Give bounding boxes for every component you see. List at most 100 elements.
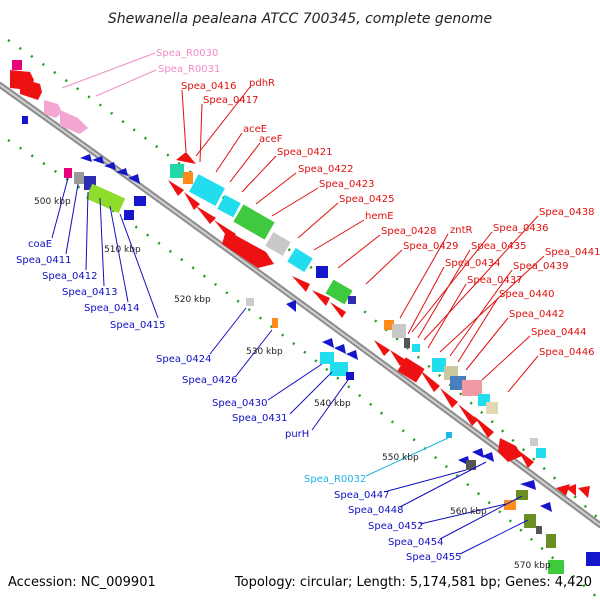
- genome-backbone-highlight: [0, 84, 600, 526]
- gene-label: Spea_0426: [182, 375, 237, 386]
- gene-arrow: [420, 370, 440, 392]
- gene-block: [265, 232, 291, 256]
- label-leader: [241, 155, 277, 193]
- label-leader: [417, 249, 471, 339]
- label-leader: [95, 69, 157, 97]
- gene-block: [64, 168, 72, 178]
- gene-label: Spea_R0030: [156, 48, 218, 59]
- gene-label: Spea_0411: [16, 255, 71, 266]
- gene-arrow: [292, 276, 310, 292]
- gene-arrow: [330, 302, 346, 318]
- label-leader: [65, 183, 79, 255]
- gene-block: [316, 266, 328, 278]
- scale-ticks: 500 kbp 510 kbp 520 kbp 530 kbp 540 kbp …: [34, 197, 551, 571]
- label-leader: [427, 283, 467, 349]
- blue-mid-labels: Spea_0424 Spea_0426 Spea_0430 Spea_0431 …: [156, 307, 349, 440]
- label-leader: [459, 519, 529, 555]
- gene-block: [397, 357, 425, 383]
- pink-labels: Spea_R0030 Spea_R0031: [61, 48, 220, 97]
- label-leader: [439, 255, 545, 353]
- gene-label: Spea_R0031: [158, 64, 220, 75]
- cyan-labels: Spea_R0032: [304, 437, 449, 485]
- gene-label: Spea_0441: [545, 247, 600, 258]
- red-labels: Spea_0416 pdhR Spea_0417 aceE aceF Spea_…: [181, 78, 600, 393]
- gene-block: [504, 500, 516, 510]
- gene-arrow: [374, 340, 390, 356]
- tick-label: 510 kbp: [104, 245, 141, 255]
- gene-label: Spea_0447: [334, 490, 389, 501]
- gene-block: [524, 514, 536, 528]
- gene-label: Spea_0439: [513, 261, 568, 272]
- gene-block: [586, 552, 600, 566]
- gene-arrow: [472, 448, 484, 458]
- gene-label: zntR: [450, 225, 473, 236]
- label-leader: [51, 177, 69, 239]
- label-leader: [99, 197, 105, 287]
- gene-arrow: [104, 162, 116, 170]
- gene-arrow: [116, 168, 128, 176]
- gene-block: [486, 402, 498, 414]
- gene-label: Spea_0431: [232, 413, 287, 424]
- label-leader: [423, 215, 539, 341]
- gene-label: Spea_0415: [110, 320, 165, 331]
- label-leader: [267, 363, 323, 401]
- label-leader: [61, 52, 156, 89]
- map-title: Shewanella pealeana ATCC 700345, complet…: [108, 11, 492, 27]
- gene-arrow: [184, 192, 200, 210]
- gene-block: [548, 560, 564, 574]
- label-leader: [195, 86, 251, 157]
- blue-left-labels: coaE Spea_0411 Spea_0412 Spea_0413 Spea_…: [16, 177, 165, 331]
- label-leader: [507, 355, 539, 393]
- accession-text: Accession: NC_009901: [8, 575, 156, 590]
- label-leader: [411, 231, 493, 333]
- gene-label: purH: [285, 429, 309, 440]
- gene-label: Spea_0452: [368, 521, 423, 532]
- gene-features: [10, 60, 600, 574]
- gene-label: pdhR: [249, 78, 275, 89]
- gene-label: Spea_0448: [348, 505, 403, 516]
- gene-label: Spea_0430: [212, 398, 267, 409]
- label-leader: [229, 142, 261, 183]
- gene-arrow: [520, 480, 536, 490]
- gene-block: [233, 204, 275, 240]
- label-leader: [457, 297, 499, 363]
- label-leader: [209, 307, 247, 355]
- label-leader: [199, 103, 203, 163]
- outer-tick-track-minor: [7, 138, 600, 600]
- gene-label: Spea_0446: [539, 347, 594, 358]
- gene-arrow: [222, 230, 274, 268]
- label-leader: [215, 132, 243, 173]
- label-leader: [337, 234, 381, 269]
- tick-label: 560 kbp: [450, 507, 487, 517]
- gene-label: Spea_0423: [319, 179, 374, 190]
- gene-label: aceF: [259, 134, 283, 145]
- gene-block: [384, 320, 394, 330]
- label-leader: [271, 187, 319, 217]
- gene-label: Spea_0424: [156, 354, 211, 365]
- label-leader: [85, 191, 89, 271]
- gene-block: [12, 60, 22, 70]
- gene-block: [325, 279, 353, 305]
- gene-arrow: [60, 110, 88, 134]
- gene-block: [287, 247, 313, 273]
- gene-block: [412, 344, 420, 352]
- gene-block: [536, 448, 546, 458]
- gene-arrow: [518, 450, 534, 468]
- tick-label: 520 kbp: [174, 295, 211, 305]
- gene-label: Spea_0455: [406, 552, 461, 563]
- gene-arrow: [334, 344, 346, 354]
- gene-block: [466, 460, 476, 470]
- gene-label: Spea_R0032: [304, 474, 366, 485]
- gene-arrow: [92, 156, 104, 164]
- label-leader: [255, 172, 297, 205]
- gene-block: [404, 338, 410, 348]
- gene-block: [189, 174, 225, 206]
- tick-label: 540 kbp: [314, 399, 351, 409]
- gene-block: [74, 172, 84, 184]
- gene-arrow: [134, 196, 146, 206]
- genome-summary: Topology: circular; Length: 5,174,581 bp…: [234, 575, 592, 590]
- gene-block: [217, 194, 241, 218]
- gene-label: Spea_0422: [298, 164, 353, 175]
- gene-block: [392, 324, 406, 338]
